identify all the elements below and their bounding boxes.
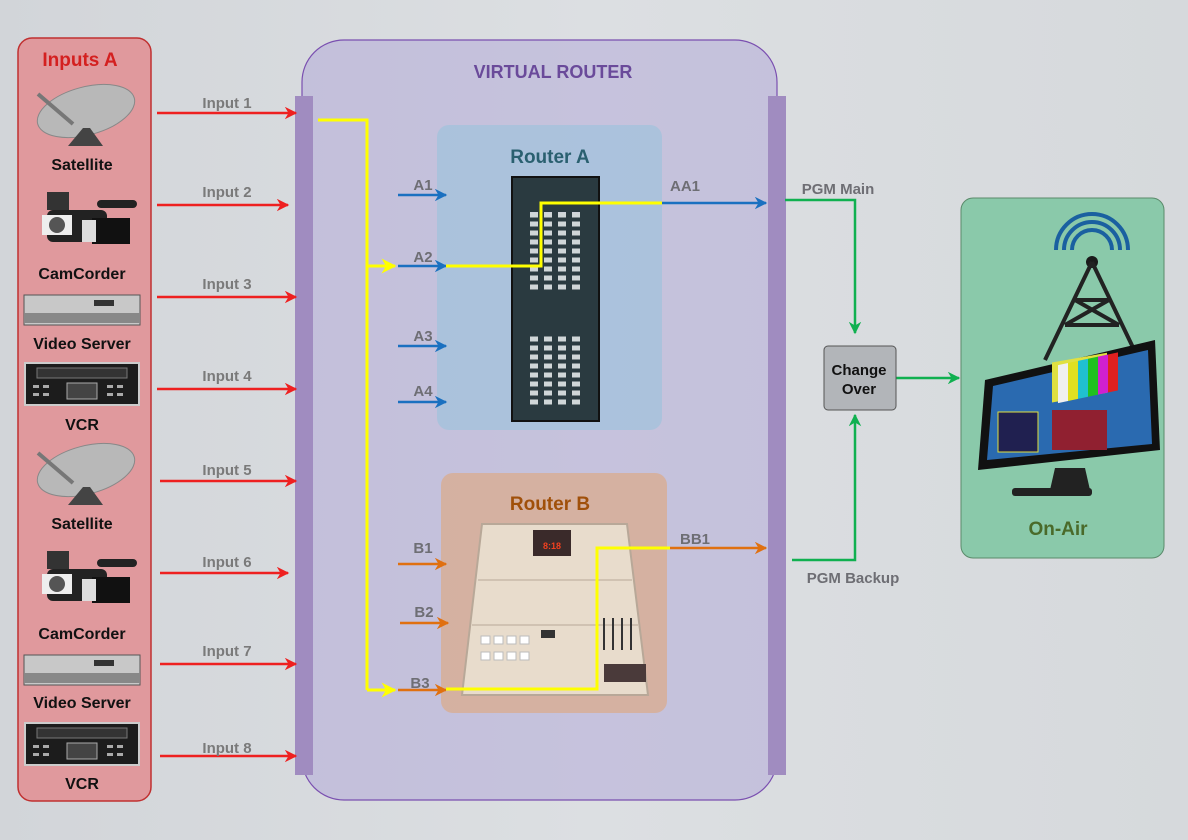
device-label: Satellite [51,157,112,174]
video-server-icon [23,294,141,326]
device-label: Video Server [33,336,131,353]
video-server-icon [23,654,141,686]
router-b-video-mixer-icon: 8:18 [460,523,650,696]
router-b-input-arrows [398,541,768,697]
svg-text:8:18: 8:18 [543,541,561,551]
active-signal-path [318,118,670,698]
device-label: CamCorder [38,626,125,643]
router-a-panel: Router A [437,125,662,430]
changeover-line1: Change [831,362,886,379]
device-label: Satellite [51,516,112,533]
router-a-input-label: A4 [413,383,433,400]
router-a-input-label: A2 [413,249,432,266]
router-b-output-label: BB1 [680,531,710,548]
router-a-output-label: AA1 [670,178,700,195]
on-air-panel: On-Air [960,197,1165,559]
input-label: Input 7 [202,643,251,660]
changeover-box: Change Over [823,345,897,411]
input-label: Input 4 [202,368,252,385]
pgm-backup-label: PGM Backup [807,570,900,587]
router-a-device-icon [511,176,600,422]
device-label: VCR [65,417,99,434]
vcr-icon [24,722,140,766]
router-b-panel: Router B 8:18 [441,473,667,713]
input-label: Input 5 [202,462,251,479]
router-b-title: Router B [510,494,590,515]
device-label: VCR [65,776,99,793]
router-b-input-label: B2 [414,604,433,621]
inputs-a-title: Inputs A [42,50,118,71]
tv-monitor-icon [978,340,1160,496]
virtual-router-title: VIRTUAL ROUTER [474,62,633,82]
broadcast-tower-icon [1043,212,1141,361]
router-a-input-label: A1 [413,177,432,194]
device-label: Video Server [33,695,131,712]
input-arrows [157,106,298,763]
input-label: Input 3 [202,276,251,293]
changeover-line2: Over [842,381,876,398]
pgm-main-label: PGM Main [802,181,875,198]
inputs-a-panel: Inputs A Satellite CamCorder Video Serve… [17,37,152,802]
router-b-input-label: B3 [410,675,429,692]
input-bus-bar [295,96,313,775]
router-b-input-label: B1 [413,540,432,557]
input-label: Input 6 [202,554,251,571]
input-label: Input 1 [202,95,251,112]
router-a-input-arrows [398,188,768,409]
output-arrows [785,198,961,562]
router-a-title: Router A [510,147,590,168]
device-label: CamCorder [38,266,125,283]
output-bus-bar [768,96,786,775]
input-label: Input 8 [202,740,251,757]
input-label: Input 2 [202,184,251,201]
router-a-input-label: A3 [413,328,432,345]
vcr-icon [24,362,140,406]
on-air-title: On-Air [1028,519,1088,540]
